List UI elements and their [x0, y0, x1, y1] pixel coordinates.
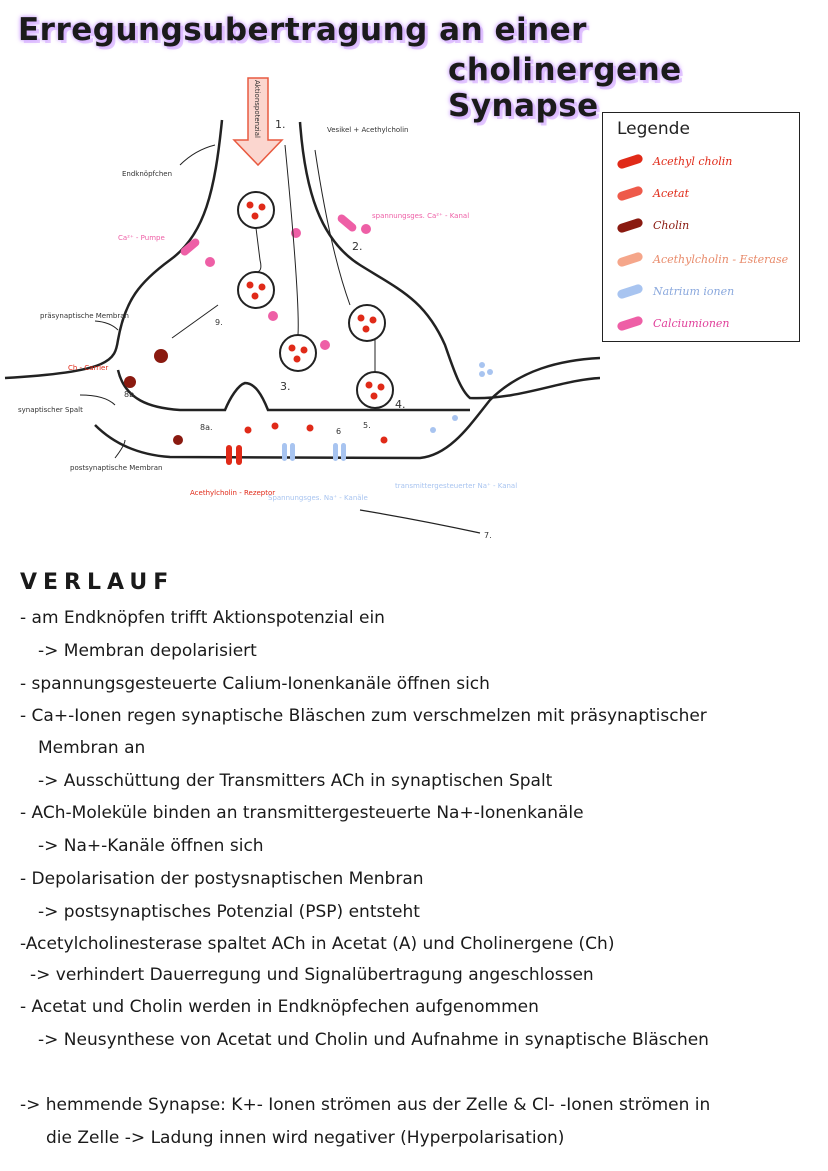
label-ach-rezeptor: Acethylcholin - Rezeptor [190, 489, 275, 497]
legend-item: Acethyl cholin [616, 153, 733, 170]
vesicle [237, 191, 275, 229]
label-endknoepfchen: Endknöpfchen [122, 170, 172, 178]
presynaptic-terminal-outline-right [298, 121, 600, 400]
legend-item: Acethylcholin - Esterase [616, 251, 789, 268]
vesicle [237, 271, 275, 309]
verlauf-line: - ACh-Moleküle binden an transmittergest… [20, 803, 584, 823]
legend-item: Cholin [616, 217, 690, 234]
legend-heading: Legende [617, 119, 690, 139]
label-ca-pumpe: Ca²⁺ - Pumpe [118, 234, 165, 242]
page-title-line-1: Erregungsubertragung an einer [18, 12, 587, 48]
label-synaptischer-spalt: synaptischer Spalt [18, 406, 83, 414]
vesicle [348, 304, 386, 342]
vesicle [279, 334, 317, 372]
step-9: 9. [215, 318, 223, 327]
label-praesynaptische-membran: präsynaptische Membran [40, 312, 129, 320]
verlauf-line: - Ca+-Ionen regen synaptische Bläschen z… [20, 706, 707, 726]
verlauf-line: - Acetat und Cholin werden in Endknöpfec… [20, 997, 539, 1017]
na-kanal [282, 443, 287, 461]
legend-label: Acethyl cholin [653, 155, 733, 168]
step-6: 6 [336, 427, 341, 436]
step-4: 4. [395, 398, 406, 411]
label-na-kanaele: Spannungsges. Na⁺ - Kanäle [268, 494, 368, 502]
ca-kanal [337, 214, 357, 232]
vesicle [356, 371, 394, 409]
verlauf-line: -> Na+-Kanäle öffnen sich [38, 836, 264, 856]
verlauf-line: Membran an [38, 738, 146, 758]
step-1: 1. [275, 118, 286, 131]
na-kanal-transmitter [341, 443, 346, 461]
ca-pumpe [180, 238, 200, 256]
legend-swatch [616, 251, 644, 268]
legend-swatch [616, 283, 644, 300]
label-na-kanal-transmitter: transmittergesteuerter Na⁺ - Kanal [395, 482, 517, 490]
synapse-diagram: Aktionspotenzial Endknöpfchen Vesikel + … [4, 77, 600, 540]
legend-label: Cholin [653, 219, 690, 232]
step-5: 5. [363, 421, 371, 430]
legend-label: Acethylcholin - Esterase [653, 253, 789, 266]
ach-rezeptor [226, 445, 232, 465]
step-2: 2. [352, 240, 363, 253]
page-title-line-2: cholinergene Synapse [448, 52, 682, 124]
label-ch-carrier: Ch - Carrier [68, 364, 108, 372]
label-postsynaptische-membran: postsynaptische Membran [70, 464, 162, 472]
verlauf-line: - spannungsgesteuerte Calium-Ionenkanäle… [20, 674, 490, 694]
verlauf-heading: VERLAUF [20, 570, 175, 595]
legend-swatch [616, 153, 644, 170]
label-vesikel: Vesikel + Acethylcholin [327, 126, 409, 134]
legend-swatch [616, 315, 644, 332]
verlauf-line: -> hemmende Synapse: K+- Ionen strömen a… [20, 1095, 711, 1115]
aktionspotenzial-label: Aktionspotenzial [253, 80, 261, 138]
legend-label: Acetat [653, 187, 690, 200]
legend-label: Calciumionen [653, 317, 730, 330]
ach-rezeptor [236, 445, 242, 465]
legend-item: Natrium ionen [616, 283, 735, 300]
presynaptic-terminal-outline [4, 119, 224, 380]
step-3: 3. [280, 380, 291, 393]
verlauf-line: die Zelle -> Ladung innen wird negativer… [46, 1128, 565, 1148]
verlauf-line: -> verhindert Dauerregung und Signalüber… [30, 965, 594, 985]
step-8b: 8b. [124, 390, 137, 399]
step-7: 7. [484, 531, 492, 540]
legend-swatch [616, 217, 644, 234]
verlauf-line: -> Ausschüttung der Transmitters ACh in … [38, 771, 553, 791]
postsynaptic-membran [94, 356, 600, 460]
verlauf-line: - Depolarisation der postysnaptischen Me… [20, 869, 424, 889]
verlauf-line: - am Endknöpfen trifft Aktionspotenzial … [20, 608, 385, 628]
verlauf-line: -> postsynaptisches Potenzial (PSP) ents… [38, 902, 420, 922]
verlauf-line: -Acetylcholinesterase spaltet ACh in Ace… [20, 934, 615, 954]
verlauf-line: -> Neusynthese von Acetat und Cholin und… [38, 1030, 709, 1050]
label-ca-kanal: spannungsges. Ca²⁺ - Kanal [372, 212, 469, 220]
legend-label: Natrium ionen [653, 285, 735, 298]
legend-swatch [616, 185, 644, 202]
action-potential-arrow [232, 77, 284, 167]
verlauf-line: -> Membran depolarisiert [38, 641, 257, 661]
legend: Legende Acethyl cholin Acetat Cholin Ace… [602, 112, 800, 342]
na-kanal [290, 443, 295, 461]
step-8a: 8a. [200, 423, 213, 432]
legend-item: Calciumionen [616, 315, 730, 332]
na-kanal-transmitter [333, 443, 338, 461]
presynaptic-membran-bottom [116, 369, 470, 412]
legend-item: Acetat [616, 185, 690, 202]
